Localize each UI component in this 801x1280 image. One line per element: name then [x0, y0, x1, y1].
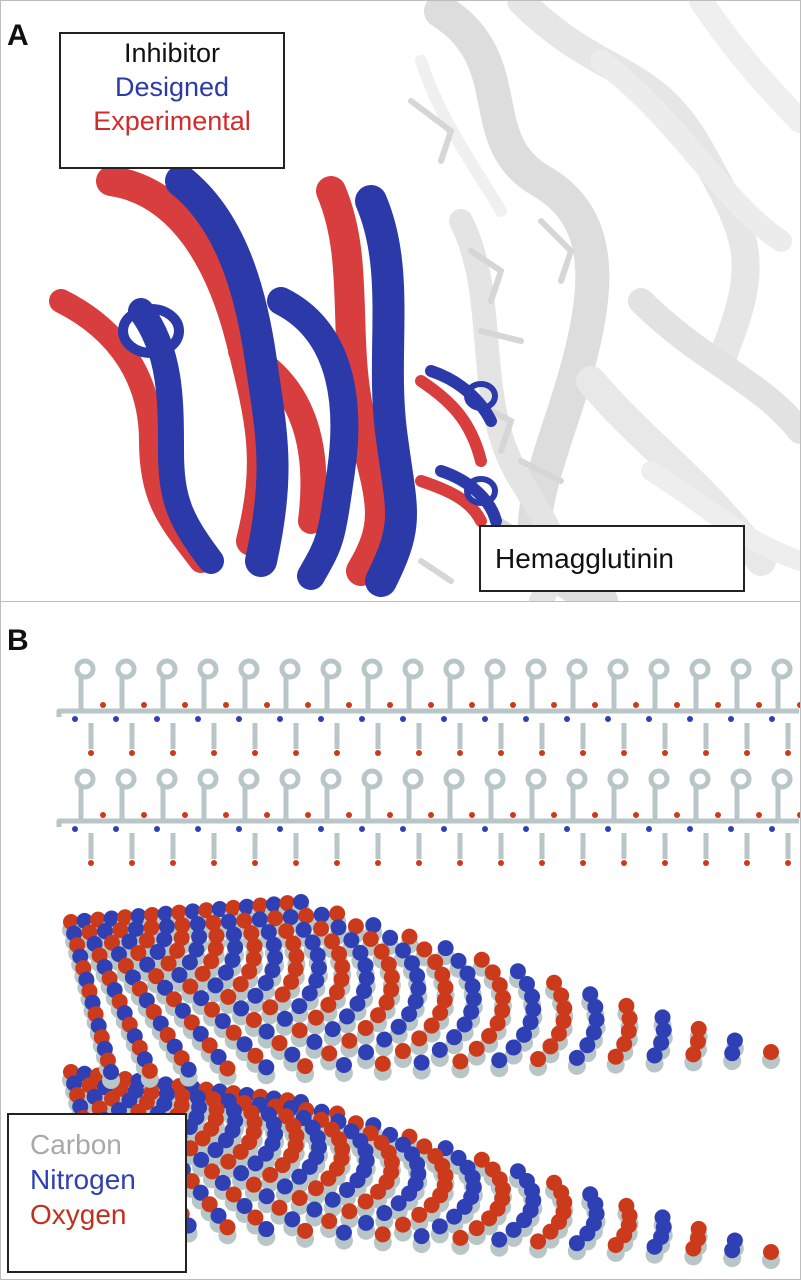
strand-bottom: [56, 768, 800, 866]
panel-b-letter: B: [7, 624, 29, 657]
protein-ribbon-illustration: [49, 1, 800, 601]
legend-carbon: Carbon: [30, 1129, 122, 1160]
peptide-sheet-illustration: [56, 658, 800, 1269]
hemagglutinin-label-box: Hemagglutinin: [479, 525, 745, 592]
panel-a-letter: A: [7, 19, 29, 52]
designed-helices: [118, 165, 502, 597]
panel-a: A Inhibitor Designed Experimental Hemagg…: [0, 0, 801, 602]
space-filling-sheet: [62, 894, 780, 1269]
peptide-strands: [56, 658, 800, 866]
legend-experimental: Experimental: [93, 105, 251, 136]
hemagglutinin-label: Hemagglutinin: [495, 543, 674, 574]
strand-top: [56, 658, 800, 756]
sheet-upper-layer: [62, 894, 780, 1089]
legend-designed: Designed: [114, 71, 230, 102]
panel-b: B: [0, 601, 801, 1280]
legend-title: Inhibitor: [123, 38, 221, 68]
legend-nitrogen: Nitrogen: [30, 1164, 136, 1195]
inhibitor-legend: Inhibitor Designed Experimental: [59, 32, 285, 169]
atom-legend: Carbon Nitrogen Oxygen: [7, 1113, 187, 1273]
legend-oxygen: Oxygen: [30, 1199, 127, 1230]
